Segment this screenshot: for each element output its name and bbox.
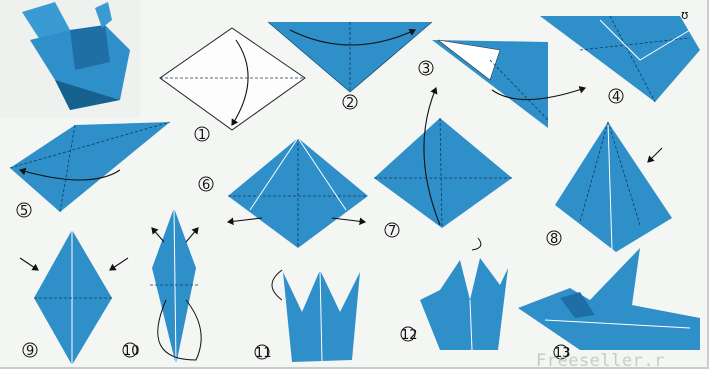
step-3: 3 [419, 40, 585, 128]
step-number: 8 [550, 232, 558, 247]
step-12: 12 [401, 238, 508, 350]
step-4: 4 ʊ [540, 8, 700, 105]
step-1: 1 [160, 28, 305, 143]
step-8: 8 [547, 122, 672, 252]
step-number: 2 [346, 96, 354, 111]
step-number: 4 [612, 90, 620, 105]
step-2: 2 [268, 22, 432, 111]
finished-crane-photo [0, 0, 140, 118]
step-number: 10 [123, 344, 140, 359]
corner-mark: ʊ [681, 8, 688, 22]
watermark: Freeseller.r [536, 351, 665, 369]
step-10: 10 [123, 208, 201, 365]
step-5: 5 [10, 122, 170, 219]
step-11: 11 [255, 270, 360, 362]
step-9: 9 [20, 230, 128, 365]
step-number: 5 [20, 204, 28, 219]
step-number: 3 [422, 62, 430, 77]
step-6: 6 [199, 138, 368, 248]
step-number: 1 [198, 128, 206, 143]
step-number: 11 [255, 346, 272, 361]
step-13: 13 [518, 248, 700, 361]
step-7: 7 [374, 88, 512, 239]
step-number: 12 [401, 328, 418, 343]
step-number: 9 [26, 344, 34, 359]
step-number: 6 [202, 178, 210, 193]
step-number: 7 [388, 224, 396, 239]
